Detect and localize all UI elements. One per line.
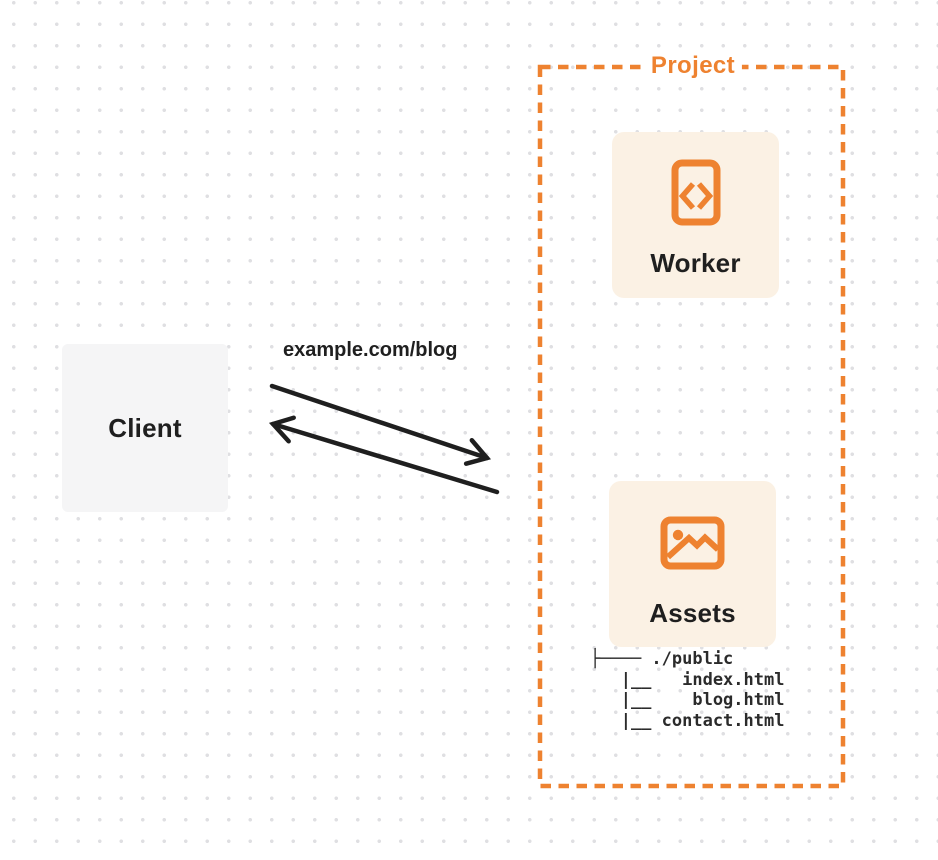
assets-file-tree: ├──── ./public |__ index.html |__ blog.h… [590,649,785,732]
image-icon [660,516,725,570]
client-node: Client [62,344,228,512]
worker-node: Worker [612,132,779,298]
code-file-icon [671,159,720,226]
response-arrow [268,415,500,495]
worker-label: Worker [650,248,741,278]
client-label: Client [108,412,182,443]
request-arrow [269,383,492,466]
request-url-label: example.com/blog [283,339,458,361]
assets-label: Assets [649,598,736,628]
assets-node: Assets [609,481,776,647]
project-label: Project [643,51,743,81]
